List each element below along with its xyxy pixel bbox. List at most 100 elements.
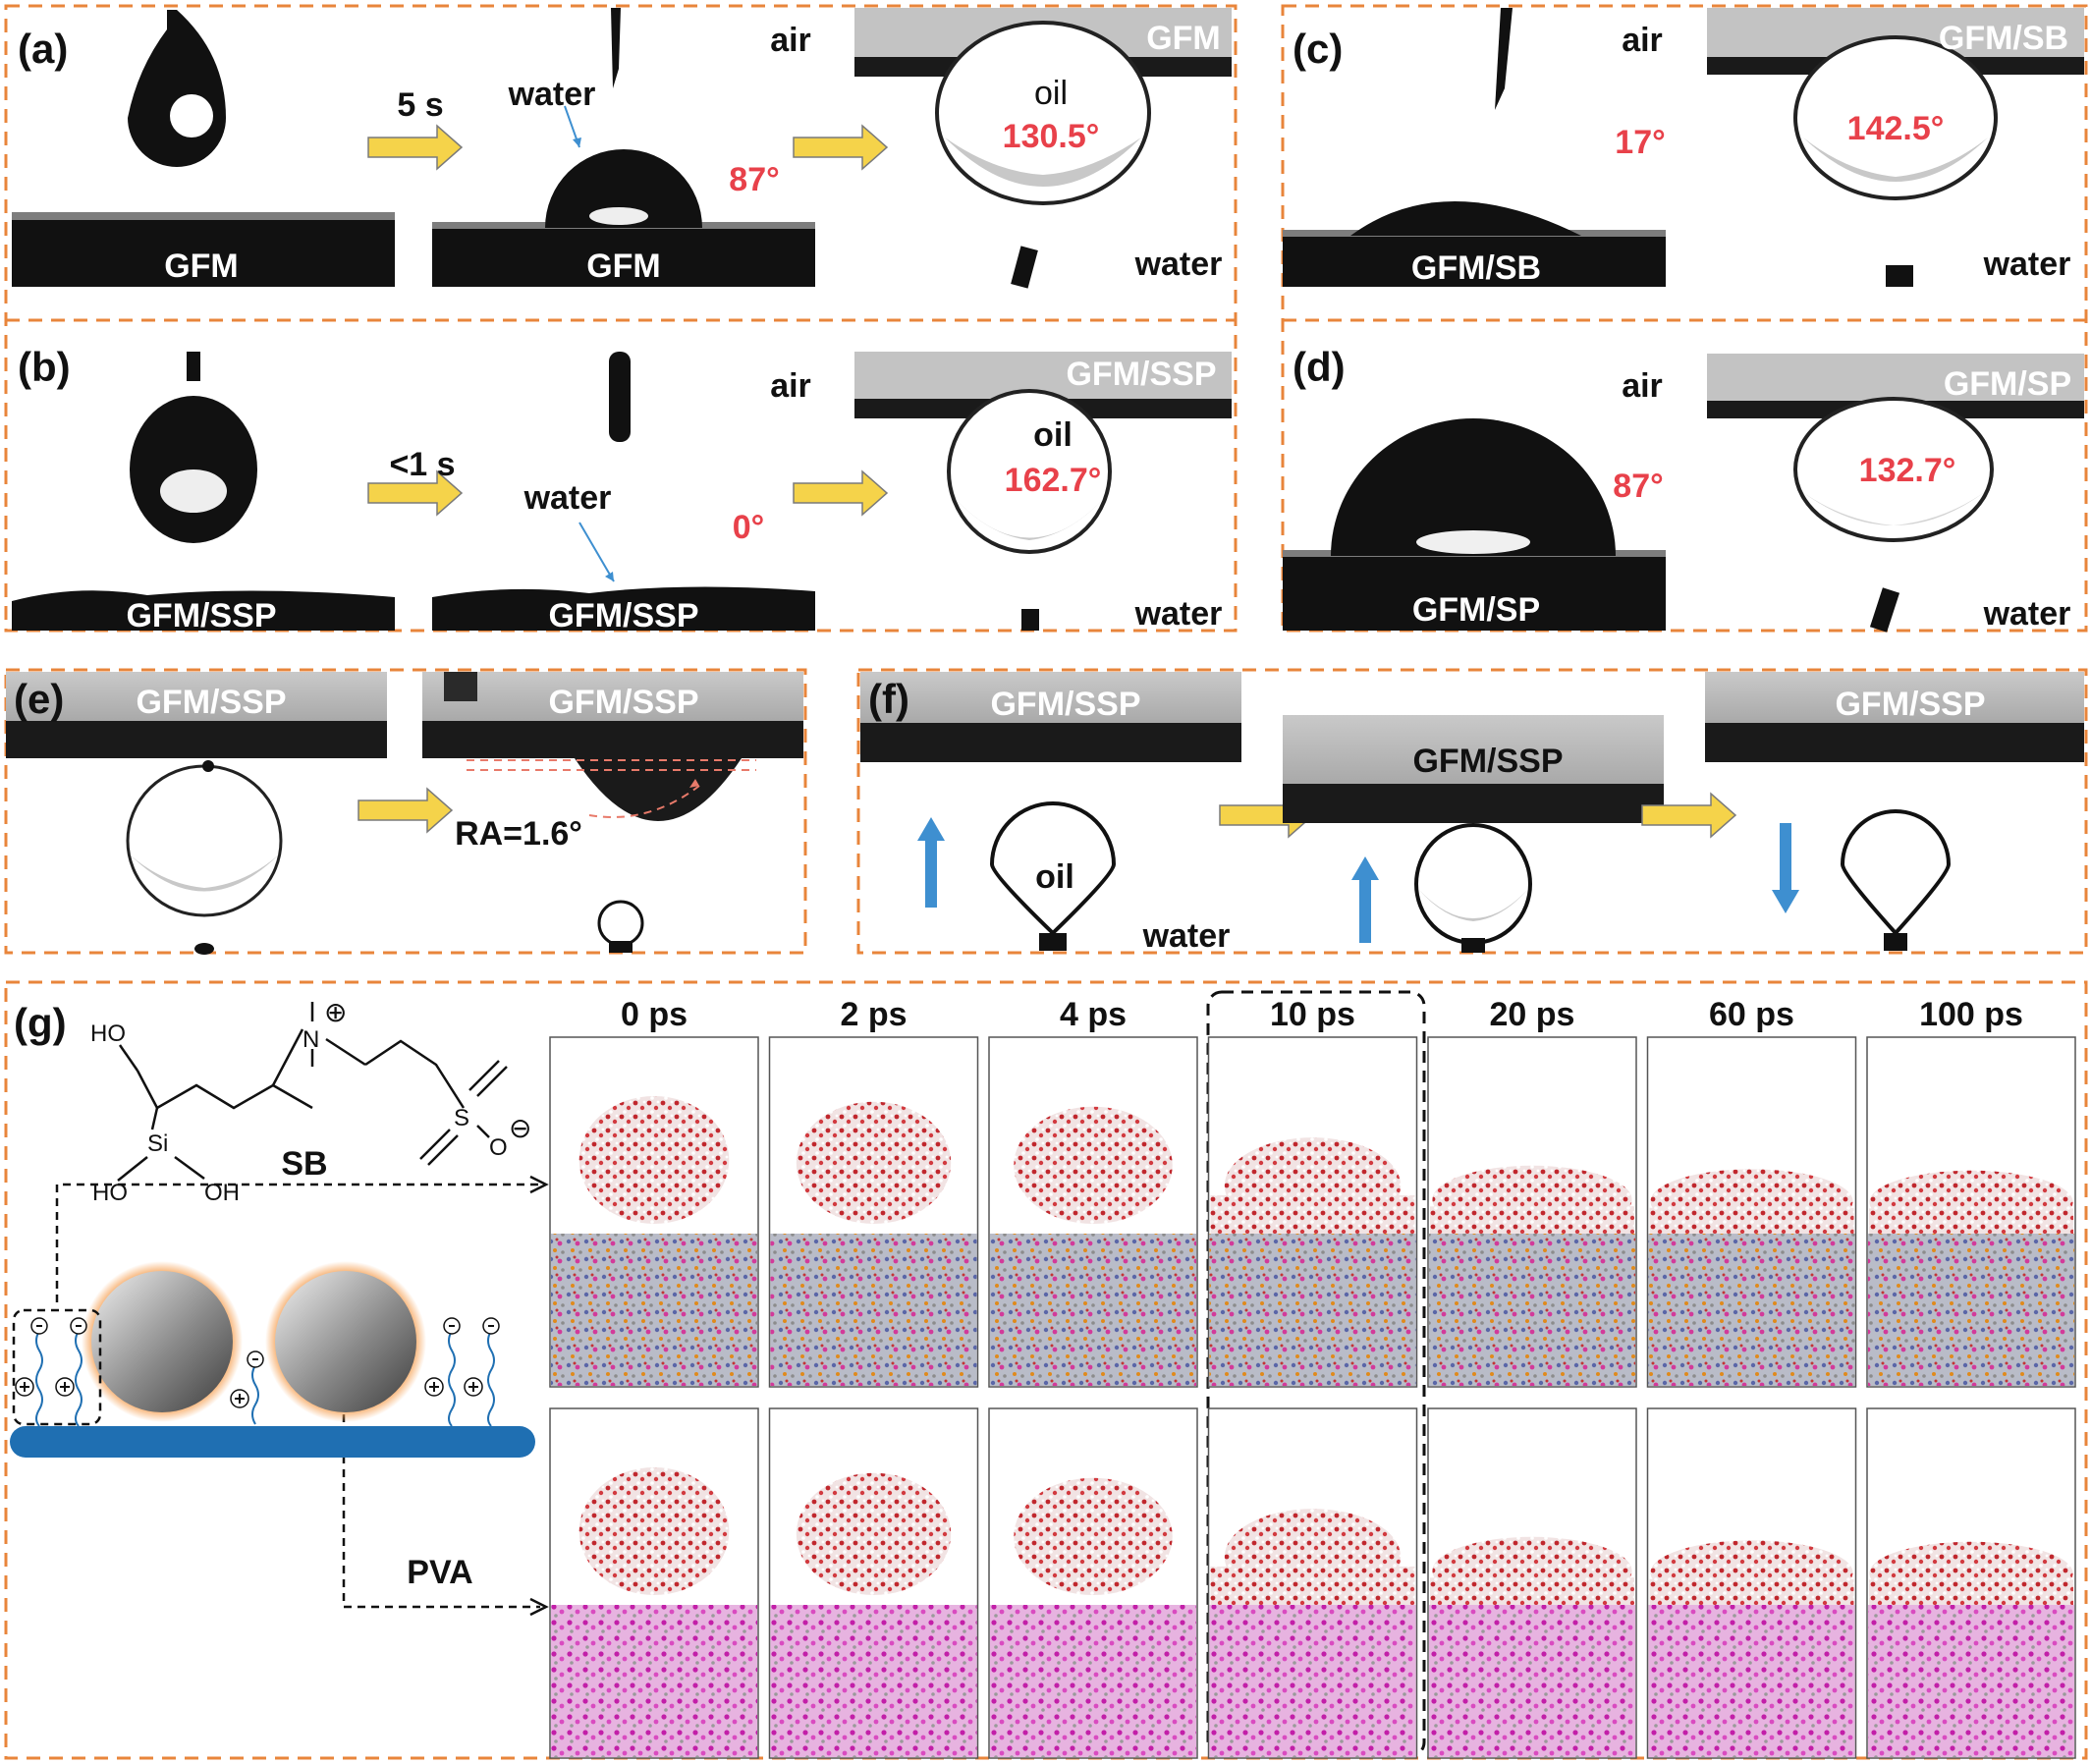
time-label: 2 ps [840, 996, 907, 1033]
md-snapshot-sb [549, 1036, 759, 1388]
water-label: water [1142, 917, 1231, 955]
oil-approach-image: GFM/SSP [860, 672, 1241, 951]
md-snapshot-sb [1646, 1036, 1857, 1388]
sliding-drop-image: GFM/SSP [422, 672, 803, 953]
water-label: water [1134, 595, 1223, 633]
time-label: 4 ps [1060, 996, 1127, 1033]
underwater-oil-image: GFM [854, 8, 1232, 289]
process-arrow [1641, 792, 1737, 839]
substrate-label: GFM [586, 248, 661, 285]
process-arrow [358, 787, 454, 834]
substrate-label: GFM/SSP [548, 684, 698, 721]
substrate-label: GFM/SSP [126, 597, 276, 634]
oil-label: oil [1035, 858, 1074, 896]
water-label: water [508, 76, 596, 113]
oil-contact-image: GFM/SSP [1283, 715, 1664, 953]
process-arrow [367, 124, 464, 171]
panel-b-letter: (b) [18, 344, 71, 390]
chem-ho: HO [90, 1020, 126, 1047]
oil-contact-angle: 162.7° [1005, 462, 1102, 499]
panel-e-letter: (e) [14, 676, 64, 722]
panel-c-letter: (c) [1293, 26, 1343, 72]
substrate-label: GFM/SSP [1066, 356, 1216, 393]
spread-drop-image: GFM/SSP [432, 352, 815, 634]
oil-drop-image: GFM/SSP [6, 672, 387, 955]
substrate-label: GFM [164, 248, 239, 285]
time-label: 100 ps [1919, 996, 2023, 1033]
md-snapshot-pva [1866, 1407, 2076, 1759]
time-label: 60 ps [1709, 996, 1794, 1033]
oil-label: oil [1033, 416, 1073, 454]
substrate-label: GFM/SSP [136, 684, 286, 721]
chem-plus: ⊕ [324, 997, 347, 1027]
panel-d-letter: (d) [1293, 344, 1346, 390]
water-label: water [523, 479, 612, 517]
chem-s: S [454, 1105, 469, 1131]
underwater-oil-image: GFM/SB [1707, 8, 2084, 287]
process-arrow [793, 124, 889, 171]
sessile-drop-image: GFM [432, 8, 815, 287]
pendant-drop-image: GFM [12, 10, 395, 287]
md-snapshot-pva [1427, 1407, 1637, 1759]
time-label: 5 s [397, 86, 443, 124]
spreading-drop-image: GFM/SB [1283, 8, 1666, 287]
contact-angle: 0° [733, 509, 765, 546]
water-label: water [1134, 246, 1223, 283]
substrate-label: GFM/SB [1939, 20, 2068, 57]
underwater-oil-image: GFM/SP [1707, 354, 2084, 633]
md-snapshot-pva [1207, 1407, 1418, 1759]
panel-cd-frame [1281, 4, 2088, 633]
md-snapshot-pva [549, 1407, 759, 1759]
panel-a: (a) GFM 5 s GFM water air 87° [12, 8, 1232, 289]
water-label: water [1983, 595, 2071, 633]
md-snapshot-sb [988, 1036, 1198, 1388]
substrate-label: GFM/SP [1944, 365, 2071, 403]
panel-f: GFM/SSP (f) oil water GFM/SSP G [856, 668, 2088, 955]
panel-a-letter: (a) [18, 26, 68, 72]
underwater-oil-image: GFM/SSP [854, 352, 1232, 631]
panel-b: (b) GFM/SSP <1 s GFM/SSP water air 0° [12, 344, 1232, 634]
time-label: 10 ps [1270, 996, 1355, 1033]
substrate-label: GFM/SSP [990, 686, 1140, 723]
surface-schematic [10, 1261, 535, 1458]
panel-c: (c) GFM/SB air 17° GFM/SB 142.5° water [1283, 8, 2084, 287]
oil-contact-angle: 132.7° [1859, 452, 1956, 489]
md-snapshot-sb [768, 1036, 979, 1388]
water-label: water [1983, 246, 2071, 283]
time-label: 20 ps [1490, 996, 1575, 1033]
contact-angle: 87° [729, 161, 779, 198]
pendant-drop-image: GFM/SSP [12, 352, 395, 634]
md-snapshot-pva [768, 1407, 979, 1759]
md-snapshot-sb [1866, 1036, 2076, 1388]
air-label: air [1622, 367, 1663, 405]
substrate-label: GFM/SB [1411, 249, 1541, 287]
chem-o: O [489, 1134, 508, 1161]
substrate-label: GFM/SSP [1835, 686, 1985, 723]
panel-g-letter: (g) [14, 1000, 67, 1046]
oil-release-image: GFM/SSP [1705, 672, 2084, 951]
panel-f-letter: (f) [868, 676, 909, 722]
oil-contact-angle: 142.5° [1847, 110, 1945, 147]
sb-chemical-structure [117, 1002, 508, 1182]
substrate-label: GFM [1146, 20, 1221, 57]
chem-si: Si [147, 1130, 168, 1157]
md-snapshot-sb [1427, 1036, 1637, 1388]
chem-minus: ⊖ [509, 1113, 531, 1143]
contact-angle: 87° [1613, 468, 1663, 505]
panel-g: (g) HO Si HO OH N ⊕ S O ⊖ [4, 980, 2088, 1760]
process-arrow [793, 469, 889, 517]
substrate-label: GFM/SP [1412, 591, 1540, 629]
substrate-label: GFM/SSP [1412, 743, 1563, 780]
sb-label: SB [281, 1145, 327, 1183]
air-label: air [1622, 22, 1663, 59]
md-snapshot-sb [1207, 1036, 1418, 1388]
panel-d: (d) GFM/SP air 87° GFM/SP 132.7° water [1283, 344, 2084, 633]
substrate-label: GFM/SSP [548, 597, 698, 634]
sliding-angle-label: RA=1.6° [455, 815, 582, 853]
air-label: air [770, 22, 811, 59]
panel-e: GFM/SSP (e) GFM/SSP RA=1.6° [4, 668, 807, 955]
md-snapshot-pva [988, 1407, 1198, 1759]
md-snapshots [549, 1036, 2076, 1759]
